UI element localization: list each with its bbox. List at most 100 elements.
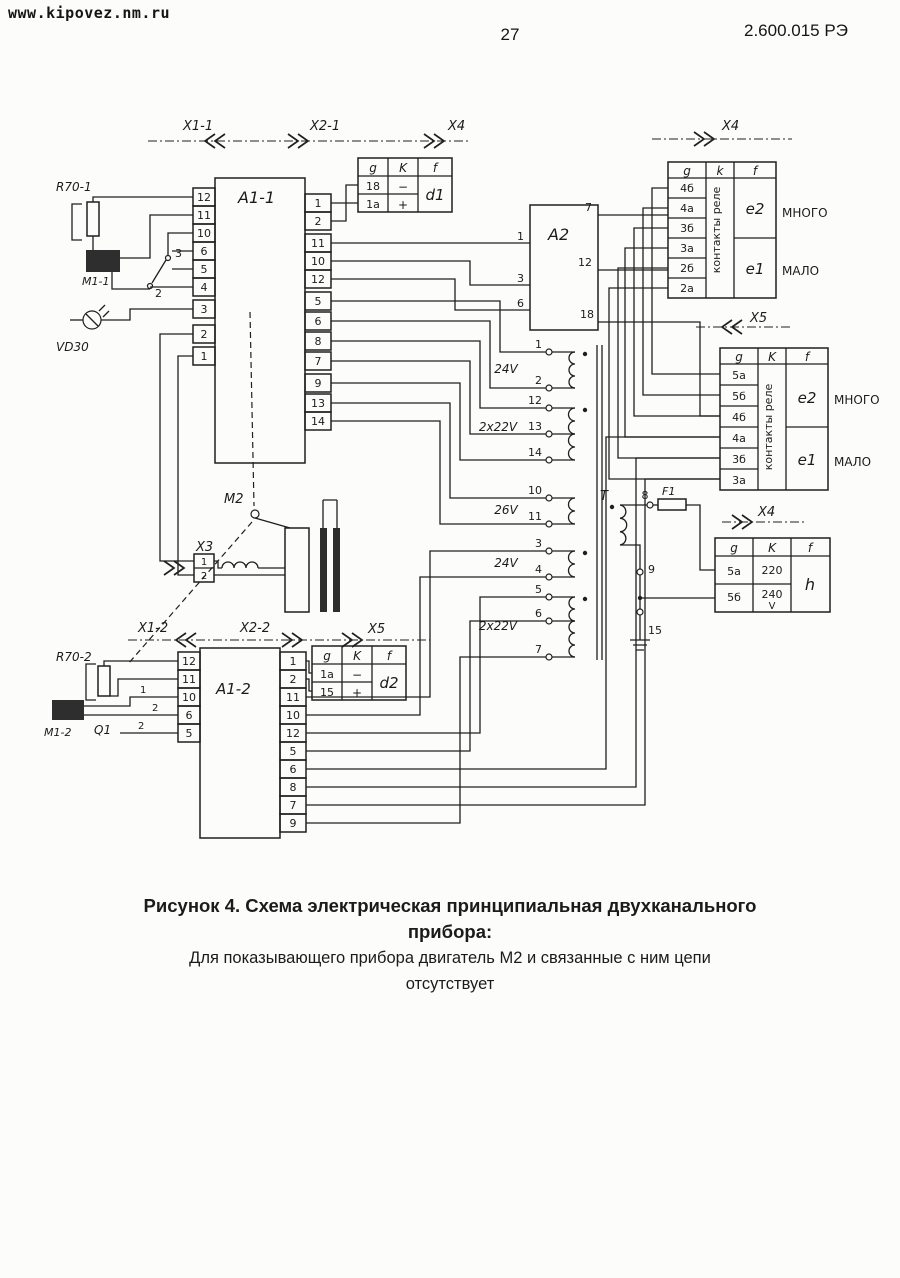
pin-label: 2 xyxy=(201,328,208,341)
motor-bar xyxy=(320,528,327,612)
d2-connector-table: g K f 1a − 15 + d2 xyxy=(311,645,407,701)
table-cell: 18 xyxy=(366,180,380,193)
device-label: e2 xyxy=(746,200,765,218)
pin-label: 8 xyxy=(315,335,322,348)
polarity-minus: − xyxy=(352,668,362,682)
state-label-malo: МАЛО xyxy=(782,264,819,278)
motor-m1-2 xyxy=(52,700,84,720)
lamp-label: VD30 xyxy=(56,340,89,354)
resistor-label: R70-2 xyxy=(56,650,92,664)
chevron-left-icon xyxy=(720,319,743,335)
voltage-label: 24V xyxy=(494,556,518,570)
pin-label: 3 xyxy=(517,272,524,285)
contact-id: 2а xyxy=(680,282,694,295)
pin-label: 6 xyxy=(290,763,297,776)
table-header: f xyxy=(753,164,759,178)
table-header: g xyxy=(730,541,738,555)
x4-bottom-mains-table: g K f 5а 220 5б 240 V h xyxy=(714,537,831,613)
device-label: e2 xyxy=(798,389,817,407)
wire-mark: 2 xyxy=(138,721,144,732)
a1-2-body xyxy=(199,647,281,839)
pin-label: 13 xyxy=(311,397,325,410)
winding-pin: 2 xyxy=(535,374,542,387)
pin-label: 5 xyxy=(315,295,322,308)
m2-motor-assembly: M2 1 2 xyxy=(127,311,340,665)
wiring-lower xyxy=(306,436,720,824)
table-header: k xyxy=(717,164,725,178)
pin-label: 14 xyxy=(311,415,325,428)
d1-connector-table: g K f 18 − 1a + d1 xyxy=(357,157,453,213)
pin-label: 5 xyxy=(201,263,208,276)
pin-label: 11 xyxy=(286,691,300,704)
motor-winding-box xyxy=(284,527,310,613)
pin-label: 6 xyxy=(517,297,524,310)
connector-label-x2-1: X2-1 xyxy=(309,119,340,134)
connector-label-x1-2: X1-2 xyxy=(137,621,168,636)
pin-label: 2 xyxy=(315,215,322,228)
chevron-right-icon xyxy=(287,133,310,149)
voltage-unit: V xyxy=(769,601,776,612)
voltage-label: 2x22V xyxy=(479,420,518,434)
connector-label-x2-2: X2-2 xyxy=(239,621,270,636)
winding-4 xyxy=(567,550,576,578)
voltage-label: 24V xyxy=(494,362,518,376)
table-header: g xyxy=(323,649,331,663)
pin-label: 18 xyxy=(580,308,594,321)
pin-label: 12 xyxy=(197,191,211,204)
a2-body xyxy=(529,204,599,331)
pin-label: 2 xyxy=(290,673,297,686)
pin-label: 7 xyxy=(585,201,592,214)
contact-id: 3б xyxy=(680,222,694,235)
a1-2-left-pins: 12 11 10 6 5 xyxy=(177,651,201,743)
doc-number: 2.600.015 РЭ xyxy=(744,21,848,40)
device-label: d2 xyxy=(379,674,398,692)
winding-pin: 3 xyxy=(535,537,542,550)
site-url: www.kipovez.nm.ru xyxy=(8,4,171,22)
voltage-label: 26V xyxy=(494,503,518,517)
x2-1-pin-column: 1 2 11 10 12 5 6 8 7 9 13 14 xyxy=(304,193,332,431)
table-header: K xyxy=(768,350,777,364)
ground-icon xyxy=(630,639,650,651)
device-label: e1 xyxy=(798,451,817,469)
table-cell: 15 xyxy=(320,686,334,699)
a1-1-left-pins: 12 11 10 6 5 4 3 2 1 xyxy=(192,187,216,366)
chevron-right-icon xyxy=(341,632,364,648)
pin-label: 12 xyxy=(578,256,592,269)
fuse-f1 xyxy=(657,498,687,511)
a1-2-label: A1-2 xyxy=(215,680,251,698)
fuse-label: F1 xyxy=(662,485,675,498)
pin-label: 9 xyxy=(315,377,322,390)
chevron-right-icon xyxy=(423,133,446,149)
winding-pin: 1 xyxy=(535,338,542,351)
table-header: f xyxy=(808,541,814,555)
connector-label-x1-1: X1-1 xyxy=(182,119,213,134)
contact-id: 3а xyxy=(732,474,746,487)
contact-id: 5а xyxy=(727,565,741,578)
connector-axis-lines xyxy=(128,138,806,641)
winding-5 xyxy=(568,596,576,658)
caption-title-line1: Рисунок 4. Схема электрическая принципиа… xyxy=(143,895,757,916)
pin-label: 6 xyxy=(315,315,322,328)
pin-label: 10 xyxy=(197,227,211,240)
switch-contact-label: 2 xyxy=(155,287,162,300)
connector-labels: X1-1 X2-1 X4 X4 X5 X3 X5 X1-2 X2-2 X4 xyxy=(137,119,775,637)
resistor-r70-2 xyxy=(97,665,111,697)
chevron-right-icon xyxy=(693,131,716,147)
winding-3 xyxy=(567,497,576,525)
pin-label: 1 xyxy=(201,350,208,363)
table-header: f xyxy=(805,350,811,364)
contact-id: 4б xyxy=(732,411,746,424)
mechanical-coupling-dashed xyxy=(127,521,253,665)
state-label-mnogo: МНОГО xyxy=(782,206,828,220)
block-a1-1: A1-1 12 11 10 6 5 4 3 2 1 1 2 11 10 12 5… xyxy=(192,177,332,464)
channel2-input-components: R70-2 М1-2 Q1 1 2 2 xyxy=(44,650,178,739)
pin-label: 15 xyxy=(648,624,662,637)
table-cell: 1a xyxy=(366,198,380,211)
winding-pin: 7 xyxy=(535,643,542,656)
wire-mark: 1 xyxy=(140,685,146,696)
winding-pin: 10 xyxy=(528,484,542,497)
winding-pin: 13 xyxy=(528,420,542,433)
table-header: K xyxy=(399,161,408,175)
